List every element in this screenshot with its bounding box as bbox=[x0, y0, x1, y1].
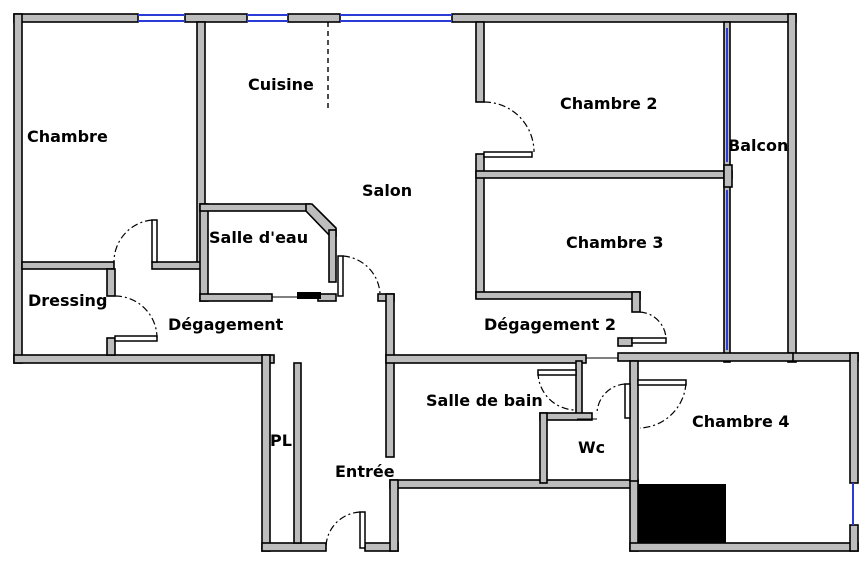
wall-ch4-left-upper bbox=[629, 360, 639, 482]
wall-sde-bottom bbox=[199, 293, 273, 302]
wall-bottom-left bbox=[13, 354, 275, 364]
wall-right-upper bbox=[787, 13, 797, 363]
door-ch2-swing bbox=[483, 101, 535, 153]
label-chambre-2: Chambre 2 bbox=[560, 94, 658, 113]
door-ch4-swing bbox=[639, 382, 687, 429]
label-chambre-4: Chambre 4 bbox=[692, 412, 790, 431]
door-bain-swing bbox=[537, 371, 577, 411]
wall-bottom-step bbox=[389, 479, 639, 489]
wall-right-lower-b bbox=[849, 524, 859, 552]
exterior-walls bbox=[13, 13, 859, 552]
wall-wc-left bbox=[539, 412, 548, 484]
wall-top-pillar-1 bbox=[184, 13, 248, 23]
label-cuisine: Cuisine bbox=[248, 75, 314, 94]
wall-balcon-mid bbox=[723, 164, 733, 188]
door-dressing-swing bbox=[114, 295, 158, 339]
door-sde-swing bbox=[342, 255, 381, 295]
wall-deg2-bottom-right bbox=[617, 352, 794, 362]
door-wc-leaf bbox=[624, 383, 631, 419]
wall-bottom-right bbox=[629, 542, 859, 552]
door-bain-leaf bbox=[537, 369, 577, 376]
label-salle-deau: Salle d'eau bbox=[209, 228, 308, 247]
door-wc-swing bbox=[596, 383, 626, 415]
door-entree-swing bbox=[325, 511, 361, 547]
wall-ch3-right-stub bbox=[631, 291, 641, 313]
door-entree-leaf bbox=[359, 511, 366, 549]
door-sde-leaf bbox=[337, 255, 344, 297]
door-ch3-leaf bbox=[631, 337, 667, 344]
wall-sde-left bbox=[199, 203, 209, 302]
fixtures bbox=[297, 22, 726, 543]
wall-top-right bbox=[451, 13, 797, 23]
fixture-sde-black bbox=[297, 292, 321, 299]
wall-dressing-right-a bbox=[106, 268, 116, 297]
label-wc: Wc bbox=[578, 438, 605, 457]
label-balcon: Balcon bbox=[728, 136, 788, 155]
label-salle-de-bain: Salle de bain bbox=[426, 391, 543, 410]
label-degagement: Dégagement bbox=[168, 315, 284, 334]
label-entree: Entrée bbox=[335, 462, 395, 481]
wall-deg2-bottom-left bbox=[385, 354, 587, 364]
door-ch2-leaf bbox=[483, 151, 533, 158]
wall-ch2-bottom bbox=[475, 170, 733, 179]
wall-bottom-entree-left bbox=[261, 542, 327, 552]
room-labels: Chambre Cuisine Salon Chambre 2 Chambre … bbox=[27, 75, 790, 481]
label-chambre: Chambre bbox=[27, 127, 108, 146]
label-chambre-3: Chambre 3 bbox=[566, 233, 664, 252]
label-salon: Salon bbox=[362, 181, 412, 200]
wall-pl-left bbox=[261, 354, 271, 552]
wall-sde-top bbox=[199, 203, 311, 212]
wall-bottom-step-left bbox=[389, 479, 399, 552]
wall-entree-right bbox=[385, 293, 395, 458]
wall-right-step bbox=[787, 352, 859, 362]
door-ch3-swing bbox=[639, 311, 667, 339]
label-pl: PL bbox=[270, 431, 292, 450]
wall-bain-right bbox=[575, 360, 583, 420]
wall-right-lower-a bbox=[849, 352, 859, 484]
wall-chambre-bottom-b bbox=[151, 261, 206, 270]
wall-pl-right bbox=[293, 362, 302, 544]
label-dressing: Dressing bbox=[28, 291, 107, 310]
door-ch4-leaf bbox=[637, 379, 687, 386]
wall-chambre-bottom-a bbox=[21, 261, 115, 270]
door-chambre-leaf bbox=[151, 219, 158, 263]
wall-top-pillar-2 bbox=[287, 13, 341, 23]
wall-ch2-left-a bbox=[475, 21, 485, 103]
wall-top-left bbox=[13, 13, 139, 23]
wall-ch3-bottom bbox=[475, 291, 641, 300]
wall-dressing-right-b bbox=[106, 337, 116, 356]
wall-ch4-left bbox=[629, 479, 639, 552]
door-chambre-swing bbox=[113, 219, 153, 263]
door-dressing-leaf bbox=[114, 335, 158, 342]
interior-walls bbox=[21, 21, 794, 544]
fixture-black-block bbox=[638, 484, 726, 543]
wall-deg2-stub bbox=[617, 337, 633, 347]
wall-left bbox=[13, 13, 23, 364]
doors bbox=[113, 101, 687, 549]
windows bbox=[138, 14, 854, 525]
label-degagement-2: Dégagement 2 bbox=[484, 315, 616, 334]
wall-sde-right bbox=[328, 229, 337, 283]
